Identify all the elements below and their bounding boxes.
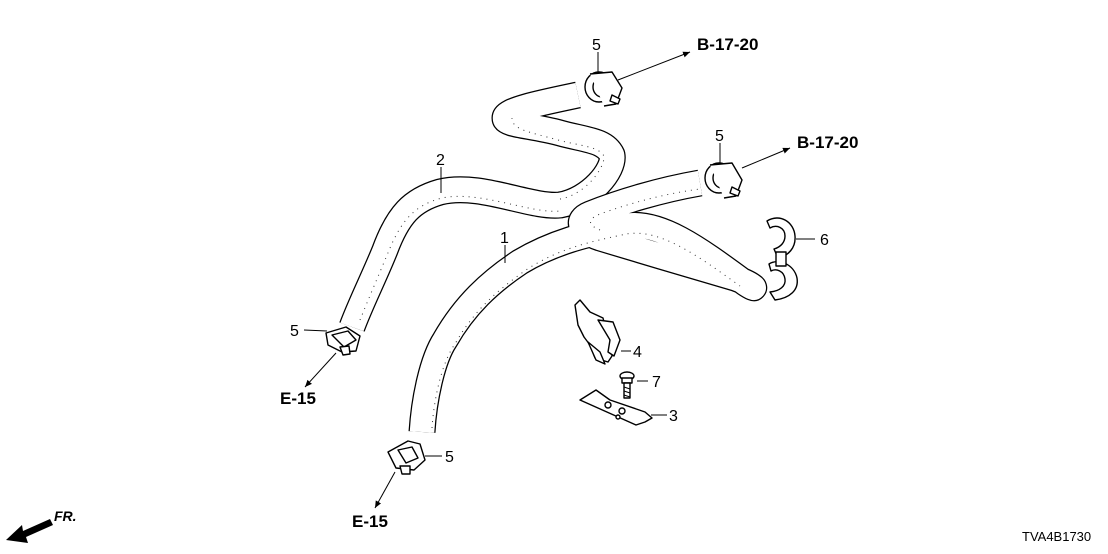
callout-hose-2: 2	[436, 152, 445, 169]
callout-clamp-bottom: 5	[445, 449, 454, 466]
callout-hose-1: 1	[500, 230, 509, 247]
hose-2	[339, 81, 626, 332]
clamp-mid[interactable]	[704, 162, 743, 199]
leader-lines	[303, 51, 815, 509]
clamp-bottom[interactable]	[387, 440, 426, 475]
clamp-left[interactable]	[325, 326, 361, 356]
reference-bottom[interactable]: E-15	[352, 512, 388, 531]
bolt-7[interactable]	[619, 371, 635, 399]
plate-3[interactable]	[579, 389, 653, 426]
callout-clamp-mid: 5	[715, 128, 724, 145]
front-direction-indicator: FR.	[6, 508, 77, 543]
callout-holder-4: 4	[633, 344, 642, 361]
diagram-code: TVA4B1730	[1022, 529, 1091, 544]
callout-clip-6: 6	[820, 232, 829, 249]
hose-1	[408, 169, 768, 433]
front-label: FR.	[54, 508, 77, 524]
reference-left[interactable]: E-15	[280, 389, 316, 408]
clip-6[interactable]	[766, 217, 798, 301]
reference-top[interactable]: B-17-20	[697, 35, 758, 54]
reference-mid[interactable]: B-17-20	[797, 133, 858, 152]
holder-4[interactable]	[574, 299, 621, 365]
callout-clamp-left: 5	[290, 323, 299, 340]
front-arrow-icon	[6, 519, 53, 543]
callout-bolt-7: 7	[652, 374, 661, 391]
callout-plate-3: 3	[669, 408, 678, 425]
callout-clamp-top: 5	[592, 37, 601, 54]
clamp-top[interactable]	[584, 71, 623, 107]
